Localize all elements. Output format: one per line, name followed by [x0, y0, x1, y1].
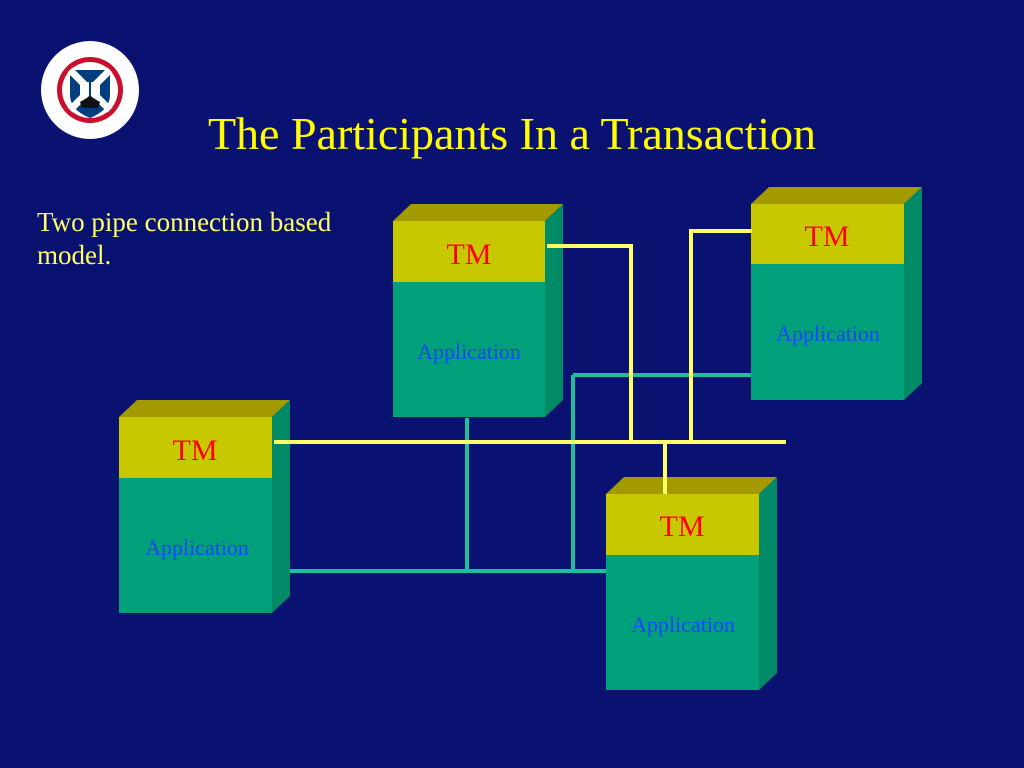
node-3: TM Application	[751, 187, 922, 400]
node-1: TM Application	[119, 400, 290, 613]
application-label: Application	[631, 612, 735, 637]
tm-pipe	[274, 229, 786, 494]
tm-label: TM	[660, 510, 705, 543]
application-label: Application	[417, 339, 521, 364]
tm-label: TM	[173, 434, 218, 467]
node-2: TM Application	[393, 204, 563, 417]
university-logo	[41, 41, 139, 139]
application-label: Application	[776, 321, 880, 346]
node-4: TM Application	[606, 477, 777, 690]
application-label: Application	[145, 535, 249, 560]
application-pipe	[273, 373, 768, 573]
slide-subtitle: Two pipe connection based model.	[37, 207, 332, 270]
tm-label: TM	[447, 238, 492, 271]
slide-title: The Participants In a Transaction	[207, 108, 817, 159]
tm-label: TM	[805, 220, 850, 253]
